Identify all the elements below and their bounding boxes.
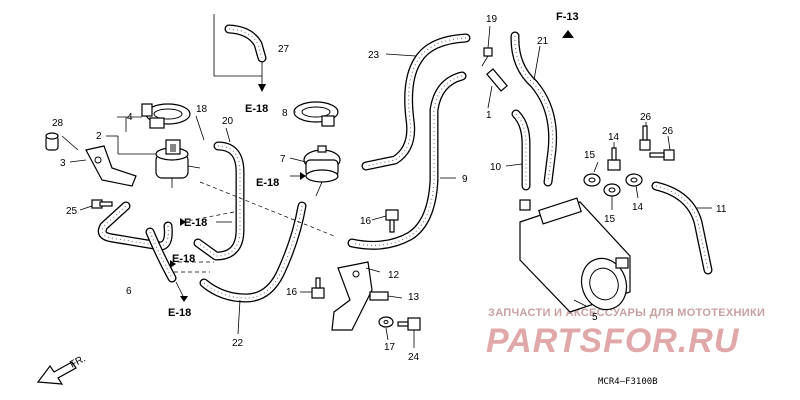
callout-11: 11 — [716, 204, 727, 215]
bolt-26a — [639, 125, 651, 151]
hose-21 — [510, 31, 558, 187]
callout-21: 21 — [537, 36, 549, 47]
callout-20: 20 — [222, 116, 234, 127]
callout-6: 6 — [126, 286, 132, 297]
callout-22: 22 — [232, 338, 244, 349]
callout-1: 1 — [486, 110, 492, 121]
callout-19: 19 — [486, 14, 498, 25]
callout-17: 17 — [384, 342, 396, 353]
fitting-19 — [481, 47, 493, 67]
bolt-25 — [91, 199, 113, 209]
bracket-12 — [331, 261, 373, 331]
callout-labels: 27 19 21 23 18 8 4 2 28 20 1 3 7 26 26 1… — [52, 14, 727, 363]
valve-2 — [155, 139, 201, 188]
grommet-15b — [603, 183, 621, 197]
hose-20 — [193, 141, 245, 261]
callout-14-b: 14 — [632, 202, 644, 213]
callout-8: 8 — [282, 108, 288, 119]
grommet-13 — [369, 291, 389, 301]
callout-13: 13 — [408, 292, 420, 303]
watermark-caption: ЗАПЧАСТИ И АКСЕССУАРЫ ДЛЯ МОТОТЕХНИКИ — [488, 307, 765, 319]
hose-9 — [347, 71, 467, 250]
callout-16-b: 16 — [286, 287, 298, 298]
front-direction-arrow: FR. — [36, 353, 88, 385]
washer-17 — [378, 316, 394, 328]
hose-10 — [511, 109, 531, 191]
ref-e18-3: E-18 — [184, 217, 207, 229]
leader-lines — [61, 25, 712, 348]
hose-11 — [651, 181, 713, 275]
hose-6 — [97, 201, 173, 251]
callout-15-b: 15 — [604, 214, 616, 225]
watermark-logo: PARTSFOR.RU — [486, 322, 740, 360]
callout-3: 3 — [60, 158, 66, 169]
callout-24: 24 — [408, 352, 420, 363]
grommet-14b — [625, 173, 643, 187]
hose-6-lower — [145, 227, 177, 283]
valve-7 — [303, 145, 341, 197]
callout-25: 25 — [66, 206, 78, 217]
callout-18: 18 — [196, 104, 208, 115]
ref-line-a — [199, 181, 335, 237]
fitting-1 — [486, 68, 508, 92]
callout-9: 9 — [462, 174, 468, 185]
callout-10: 10 — [490, 162, 502, 173]
bolt-14a — [607, 147, 621, 171]
callout-26-b: 26 — [662, 126, 674, 137]
ref-line-b — [181, 211, 235, 223]
callout-28: 28 — [52, 118, 64, 129]
bolt-26b — [649, 149, 675, 161]
ref-f13: F-13 — [556, 11, 579, 23]
callout-2: 2 — [96, 131, 102, 142]
hose-23 — [361, 33, 471, 171]
clamp-8 — [293, 101, 339, 127]
ref-e18-2: E-18 — [256, 177, 279, 189]
e18-arrows — [170, 30, 574, 302]
ref-e18-5: E-18 — [168, 307, 191, 319]
ref-e18-1: E-18 — [245, 103, 268, 115]
bracket-27 — [213, 14, 262, 77]
callout-5: 5 — [592, 312, 598, 323]
callout-14-a: 14 — [608, 132, 620, 143]
bolt-24 — [397, 317, 421, 331]
diagram-code: MCR4–F3100B — [598, 377, 658, 387]
arrow-head-e18-top — [258, 84, 266, 92]
callout-26-a: 26 — [640, 112, 652, 123]
callout-4: 4 — [127, 112, 133, 123]
bracket-3 — [85, 145, 137, 187]
callout-23: 23 — [368, 50, 380, 61]
grommet-15a — [583, 173, 601, 187]
bolt-16b — [311, 277, 325, 299]
hose-27 — [224, 24, 267, 63]
callout-12: 12 — [388, 270, 400, 281]
callout-16-a: 16 — [360, 216, 372, 227]
clamp-4 — [141, 103, 191, 129]
bolt-16a — [385, 209, 399, 233]
canister-5 — [519, 197, 631, 313]
hose-22 — [199, 201, 307, 303]
direction-label: FR. — [68, 353, 87, 370]
callout-27: 27 — [278, 44, 290, 55]
callout-15-a: 15 — [584, 150, 596, 161]
ref-e18-4: E-18 — [172, 253, 195, 265]
grommet-28 — [45, 132, 59, 151]
callout-7: 7 — [280, 154, 286, 165]
